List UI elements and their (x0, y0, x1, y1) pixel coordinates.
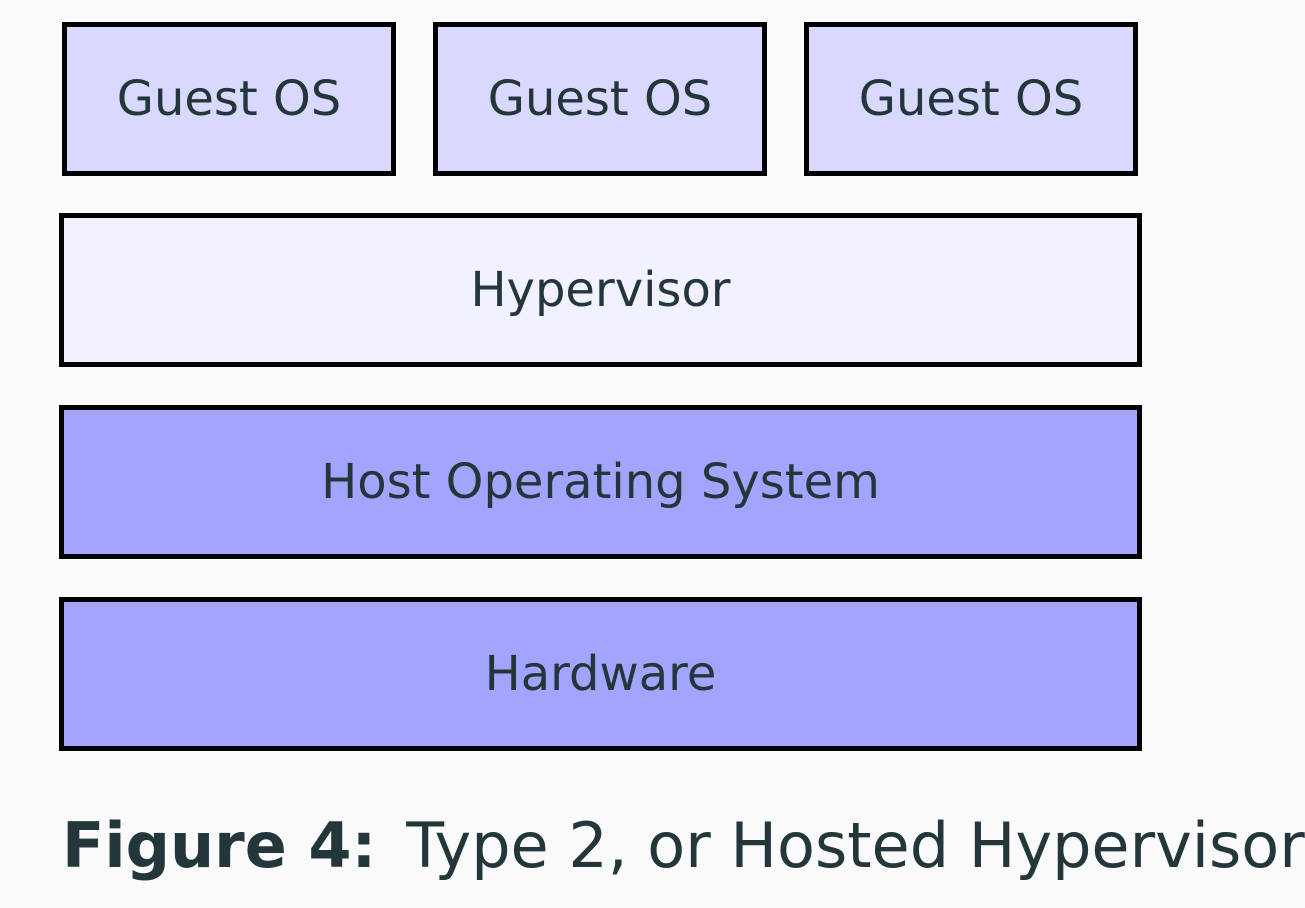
figure-number: Figure 4: (62, 809, 377, 882)
figure-caption-text: Type 2, or Hosted Hypervisor (406, 809, 1305, 882)
guest-os-box-3: Guest OS (804, 22, 1138, 176)
hardware-label: Hardware (484, 646, 717, 702)
guest-os-label: Guest OS (116, 71, 342, 127)
host-os-box: Host Operating System (59, 405, 1142, 559)
hardware-box: Hardware (59, 597, 1142, 751)
guest-os-label: Guest OS (858, 71, 1084, 127)
guest-os-box-1: Guest OS (62, 22, 396, 176)
hypervisor-label: Hypervisor (470, 262, 731, 318)
guest-os-box-2: Guest OS (433, 22, 767, 176)
figure-caption: Figure 4: Type 2, or Hosted Hypervisor (62, 806, 1305, 886)
guest-os-label: Guest OS (487, 71, 713, 127)
hypervisor-box: Hypervisor (59, 213, 1142, 367)
host-os-label: Host Operating System (321, 454, 880, 510)
